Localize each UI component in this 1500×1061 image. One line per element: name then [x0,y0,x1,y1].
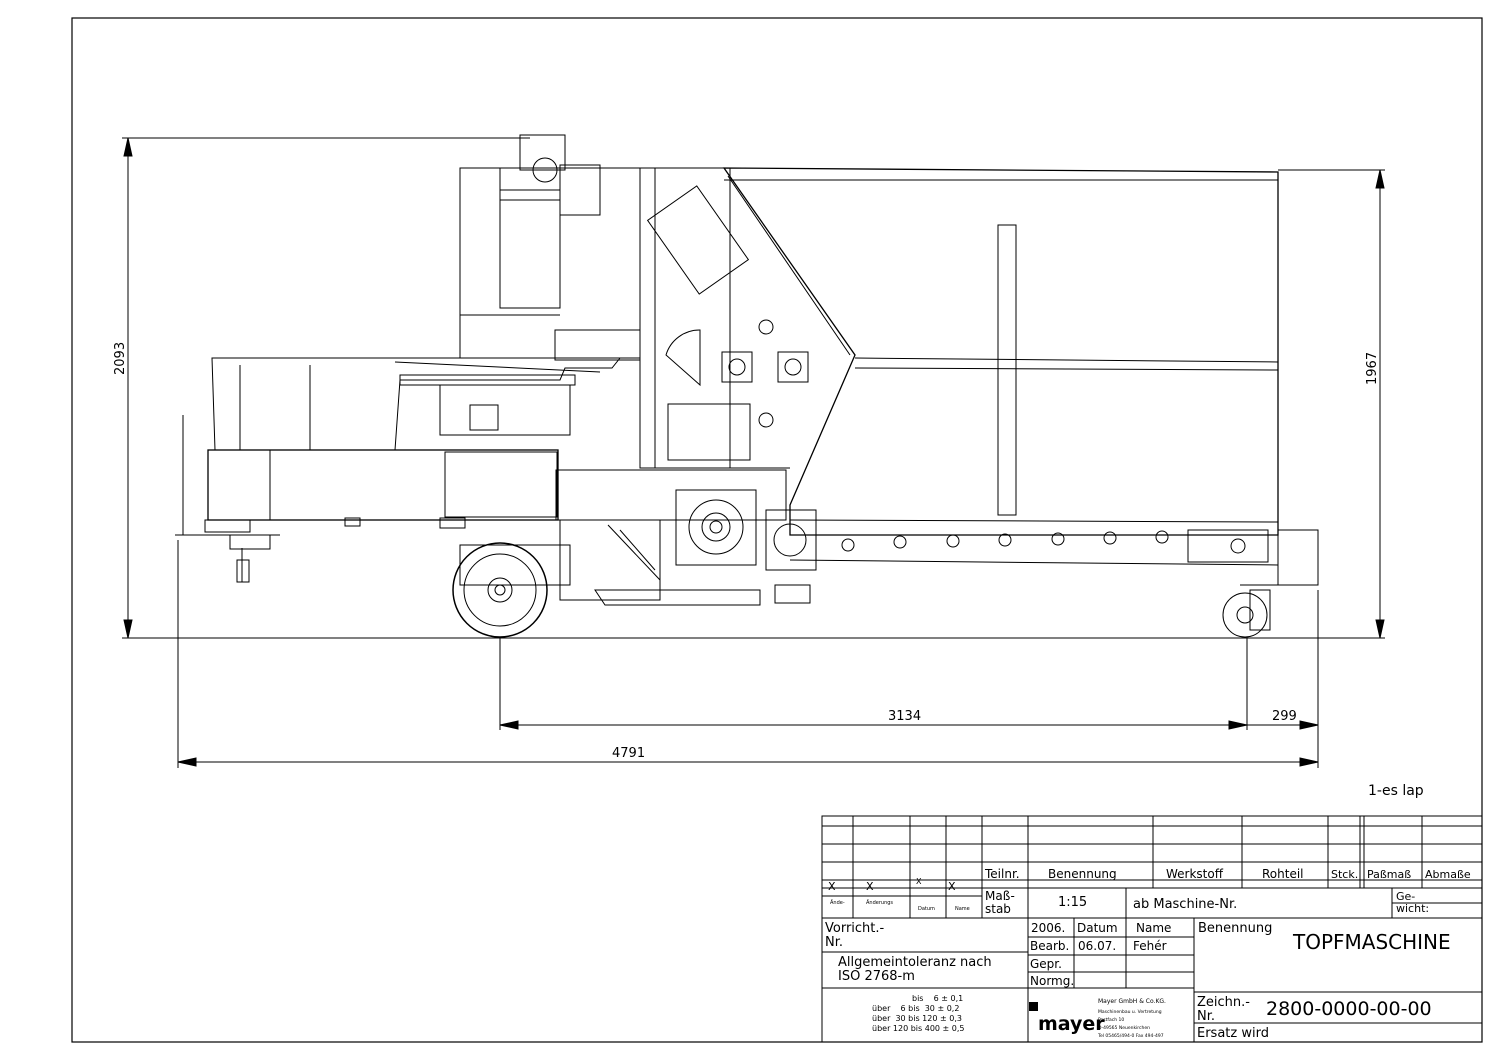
revision-header-nr: Änderungs [866,899,893,906]
ersatz-label: Ersatz wird [1197,1026,1269,1041]
company-line-2: Postfach 10 [1098,1017,1124,1023]
tolerance-label-2: ISO 2768-m [838,969,915,984]
datum-label: Datum [1077,921,1118,935]
name-label: Name [1136,921,1171,935]
gewicht-label-2: wicht: [1396,902,1429,915]
tolerance-row-1: bis 6 ± 0,1 [912,994,963,1003]
tolerance-label: Allgemeintoleranz nach [838,955,992,970]
machine-nr-label: ab Maschine-Nr. [1133,897,1237,912]
company-line-3: D-49565 Neuenkirchen [1098,1025,1150,1031]
machine-side-view [175,134,1319,638]
dim-overall-height: 2093 [113,342,128,375]
massstab-label-2: stab [985,902,1011,916]
drawing-title: TOPFMASCHINE [1292,930,1451,954]
mayer-logo-square [1029,1002,1038,1011]
header-benennung: Benennung [1048,867,1117,881]
revision-mark-1: X [828,880,836,893]
year: 2006. [1031,921,1065,935]
header-abmasse: Abmaße [1425,868,1471,881]
revision-header-datum: Datum [918,906,935,912]
dim-overall-length: 4791 [612,746,645,761]
tolerance-row-3: über 30 bis 120 ± 0,3 [872,1014,962,1023]
revision-mark-2: X [866,880,874,893]
zeichn-label-2: Nr. [1197,1009,1215,1024]
bearb-date: 06.07. [1078,939,1116,953]
dimension-lines [122,137,1385,768]
title-block-grid [821,815,1483,1043]
massstab-label: Maß- [985,889,1015,903]
gepr-label: Gepr. [1030,957,1062,971]
company-line-1: Maschinenbau u. Vertretung [1098,1009,1162,1015]
revision-mark-3: X [916,877,922,886]
sheet-border [71,17,1483,1043]
header-passmass: Paßmaß [1367,868,1411,881]
vorricht-label: Vorricht.- [825,921,885,936]
header-stck: Stck. [1331,868,1358,881]
revision-header-name: Name [955,906,970,912]
bearb-label: Bearb. [1030,939,1069,953]
zeichn-label: Zeichn.- [1197,995,1250,1010]
dim-wheelbase: 3134 [888,709,921,724]
massstab-value: 1:15 [1058,895,1087,910]
revision-mark-4: X [948,880,956,893]
header-werkstoff: Werkstoff [1166,867,1224,881]
header-teilnr: Teilnr. [984,867,1020,881]
normg-label: Normg. [1030,974,1074,988]
benennung-label: Benennung [1198,921,1272,936]
revision-header-index: Ände- [830,899,845,906]
dim-body-height: 1967 [1365,352,1380,385]
view-label: 1-es lap [1368,783,1424,799]
tolerance-row-4: über 120 bis 400 ± 0,5 [872,1024,965,1033]
drawing-number: 2800-0000-00-00 [1266,998,1432,1020]
dim-rear-overhang: 299 [1272,709,1297,724]
company-line-4: Tel 05465/494-0 Fax 494-497 [1097,1033,1164,1039]
bearb-name: Fehér [1133,939,1167,953]
tolerance-row-2: über 6 bis 30 ± 0,2 [872,1004,959,1013]
company-name: Mayer GmbH & Co.KG. [1098,998,1166,1005]
header-rohteil: Rohteil [1262,867,1304,881]
vorricht-label-2: Nr. [825,935,843,950]
company-logo: mayer [1038,1013,1105,1035]
gewicht-label: Ge- [1396,890,1415,903]
